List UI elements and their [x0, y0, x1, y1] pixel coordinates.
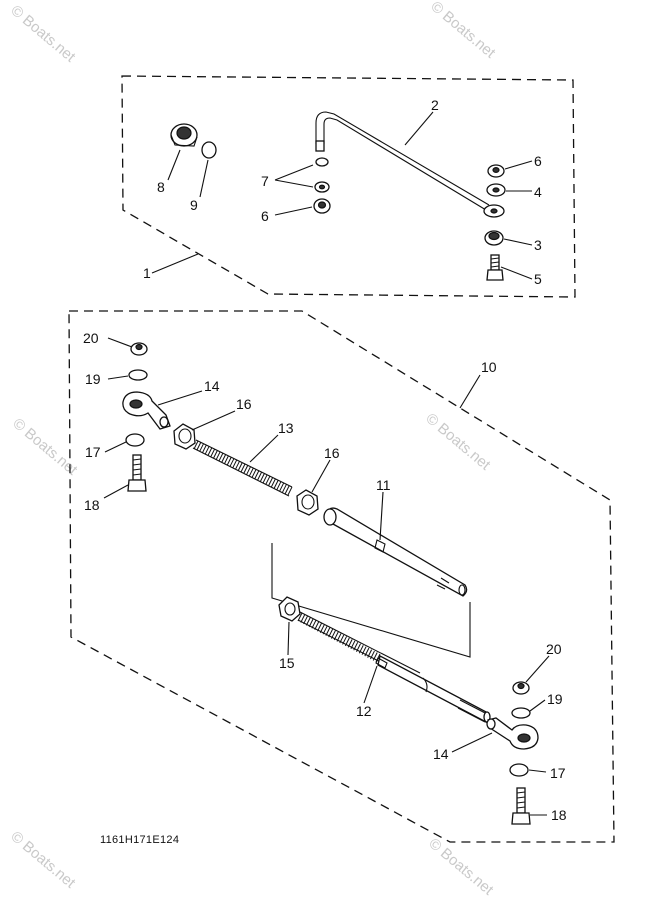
callout-1: 1 — [143, 265, 151, 281]
callout-6-left: 6 — [261, 208, 269, 224]
callout-15: 15 — [279, 655, 295, 671]
watermark-middle-right: © Boats.net — [422, 410, 494, 474]
callout-8: 8 — [157, 179, 165, 195]
part-16-nut-top — [173, 423, 196, 450]
assembly-1-boundary — [121, 75, 576, 298]
part-13-threaded-rod — [192, 439, 293, 497]
leader-17-top — [104, 441, 127, 453]
diagram-code: 1161H171E124 — [100, 834, 179, 846]
watermark-top-left: © Boats.net — [7, 2, 79, 66]
part-18-bolt-top — [127, 454, 147, 492]
part-18-bolt-bottom — [511, 787, 531, 825]
part-14-rod-end-bottom — [486, 717, 539, 750]
leader-2 — [404, 111, 434, 146]
leader-16-top — [191, 410, 236, 431]
callout-14-bottom: 14 — [433, 746, 449, 762]
callout-10: 10 — [481, 359, 497, 375]
leader-6-right — [504, 160, 533, 170]
callout-11: 11 — [376, 477, 391, 493]
part-8-nut — [170, 123, 198, 147]
part-16-nut-bottom — [296, 489, 319, 516]
part-12-rod — [297, 611, 491, 723]
part-5-bolt — [486, 254, 504, 281]
part-14-rod-end-top — [122, 391, 171, 430]
callout-13: 13 — [278, 420, 294, 436]
leader-8 — [167, 149, 181, 181]
leader-10 — [459, 374, 481, 409]
part-9-o-ring — [201, 141, 217, 159]
assembly-bracket — [271, 543, 471, 658]
assembly-10-boundary — [68, 310, 615, 843]
part-2-steering-rod — [315, 111, 505, 218]
callout-18-bottom: 18 — [551, 807, 567, 823]
part-6-nut-right — [487, 164, 505, 178]
leader-1 — [151, 253, 199, 274]
callout-6-right: 6 — [534, 153, 542, 169]
callout-17-bottom: 17 — [550, 765, 566, 781]
leader-20-bottom — [525, 655, 550, 683]
callout-18-top: 18 — [84, 497, 100, 513]
part-3-bushing — [484, 230, 504, 246]
callout-12: 12 — [356, 703, 372, 719]
callout-17-top: 17 — [85, 444, 101, 460]
leader-7a — [274, 164, 314, 181]
leader-6-left — [274, 206, 313, 216]
callout-16-top: 16 — [236, 396, 252, 412]
callout-20-top: 20 — [83, 330, 99, 346]
leader-20-top — [107, 337, 133, 348]
callout-9: 9 — [190, 197, 198, 213]
part-4-washer — [486, 183, 506, 197]
part-11-tube — [323, 507, 468, 597]
part-17-washer-bottom — [509, 763, 529, 777]
callout-19-top: 19 — [85, 371, 101, 387]
leader-3 — [503, 238, 533, 246]
part-17-washer-top — [125, 433, 145, 447]
leader-19-bottom — [529, 699, 546, 712]
part-6-nut-left — [313, 198, 331, 214]
leader-14-bottom — [451, 732, 493, 753]
callout-5: 5 — [534, 271, 542, 287]
leader-13 — [249, 434, 279, 463]
callout-4: 4 — [534, 184, 542, 200]
callout-20-bottom: 20 — [546, 641, 562, 657]
callout-7: 7 — [261, 173, 269, 189]
leader-9 — [199, 159, 209, 198]
callout-14-top: 14 — [204, 378, 220, 394]
part-19-washer-bottom — [511, 707, 531, 719]
leader-7b — [274, 179, 314, 188]
watermark-bottom-left: © Boats.net — [7, 828, 79, 892]
callout-2: 2 — [431, 97, 439, 113]
leader-11 — [379, 491, 384, 541]
part-7-washers — [314, 157, 330, 193]
part-15-nut — [278, 596, 301, 622]
callout-3: 3 — [534, 237, 542, 253]
part-19-washer-top — [128, 369, 148, 381]
watermark-top-right: © Boats.net — [427, 0, 499, 62]
leader-17-bottom — [528, 769, 547, 773]
leader-15 — [287, 621, 290, 656]
part-20-nut-bottom — [512, 681, 530, 695]
watermark-bottom-right: © Boats.net — [425, 835, 497, 899]
leader-19-top — [107, 375, 129, 380]
callout-16-bottom: 16 — [324, 445, 340, 461]
leader-18-top — [103, 484, 129, 499]
callout-19-bottom: 19 — [547, 691, 563, 707]
leader-5 — [500, 266, 533, 280]
leader-12 — [363, 665, 378, 704]
leader-16-bottom — [311, 459, 331, 493]
leader-14-top — [157, 390, 203, 406]
part-20-nut-top — [130, 342, 148, 356]
